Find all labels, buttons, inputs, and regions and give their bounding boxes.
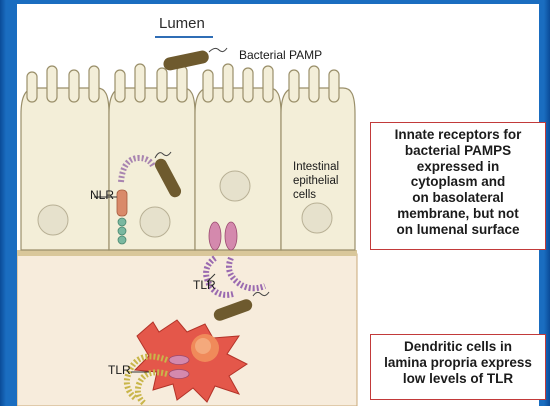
lumen-underline	[155, 36, 213, 38]
bacterium-cytoplasm	[154, 151, 182, 198]
bacterium-lumen	[163, 47, 228, 71]
microvilli	[26, 63, 340, 103]
nucleus-4	[301, 202, 333, 234]
tlr-lower-label: TLR	[108, 363, 131, 377]
nlr-receptor	[94, 154, 156, 245]
epithelial-cell-3	[194, 87, 282, 251]
tlr-upper-pointer	[206, 273, 216, 283]
diagram-panel: Lumen Bacterial PAMP Intestinal epitheli…	[17, 4, 546, 406]
lumen-label: Lumen	[159, 15, 205, 32]
nucleus-3	[219, 170, 251, 202]
dendritic-cells-callout: Dendritic cells in lamina propria expres…	[370, 334, 546, 400]
epithelial-cell-4	[280, 87, 356, 251]
gut-epithelium-diagram	[17, 47, 358, 406]
nuclei	[37, 170, 333, 238]
nlr-label: NLR	[90, 188, 115, 202]
dendritic-cell	[133, 319, 248, 403]
innate-receptors-callout: Innate receptors for bacterial PAMPS exp…	[370, 122, 546, 250]
nucleus-2	[139, 206, 171, 238]
bacterium-lamina	[213, 291, 270, 321]
bacterial-pamp-label: Bacterial PAMP	[239, 48, 323, 62]
tlr-upper-label: TLR	[193, 278, 216, 292]
tlr-lower	[123, 353, 169, 406]
tlr-upper	[203, 221, 267, 298]
basement-membrane	[17, 250, 357, 256]
intestinal-cells-label: Intestinal epithelial cells	[293, 161, 340, 201]
nucleus-1	[37, 204, 69, 236]
